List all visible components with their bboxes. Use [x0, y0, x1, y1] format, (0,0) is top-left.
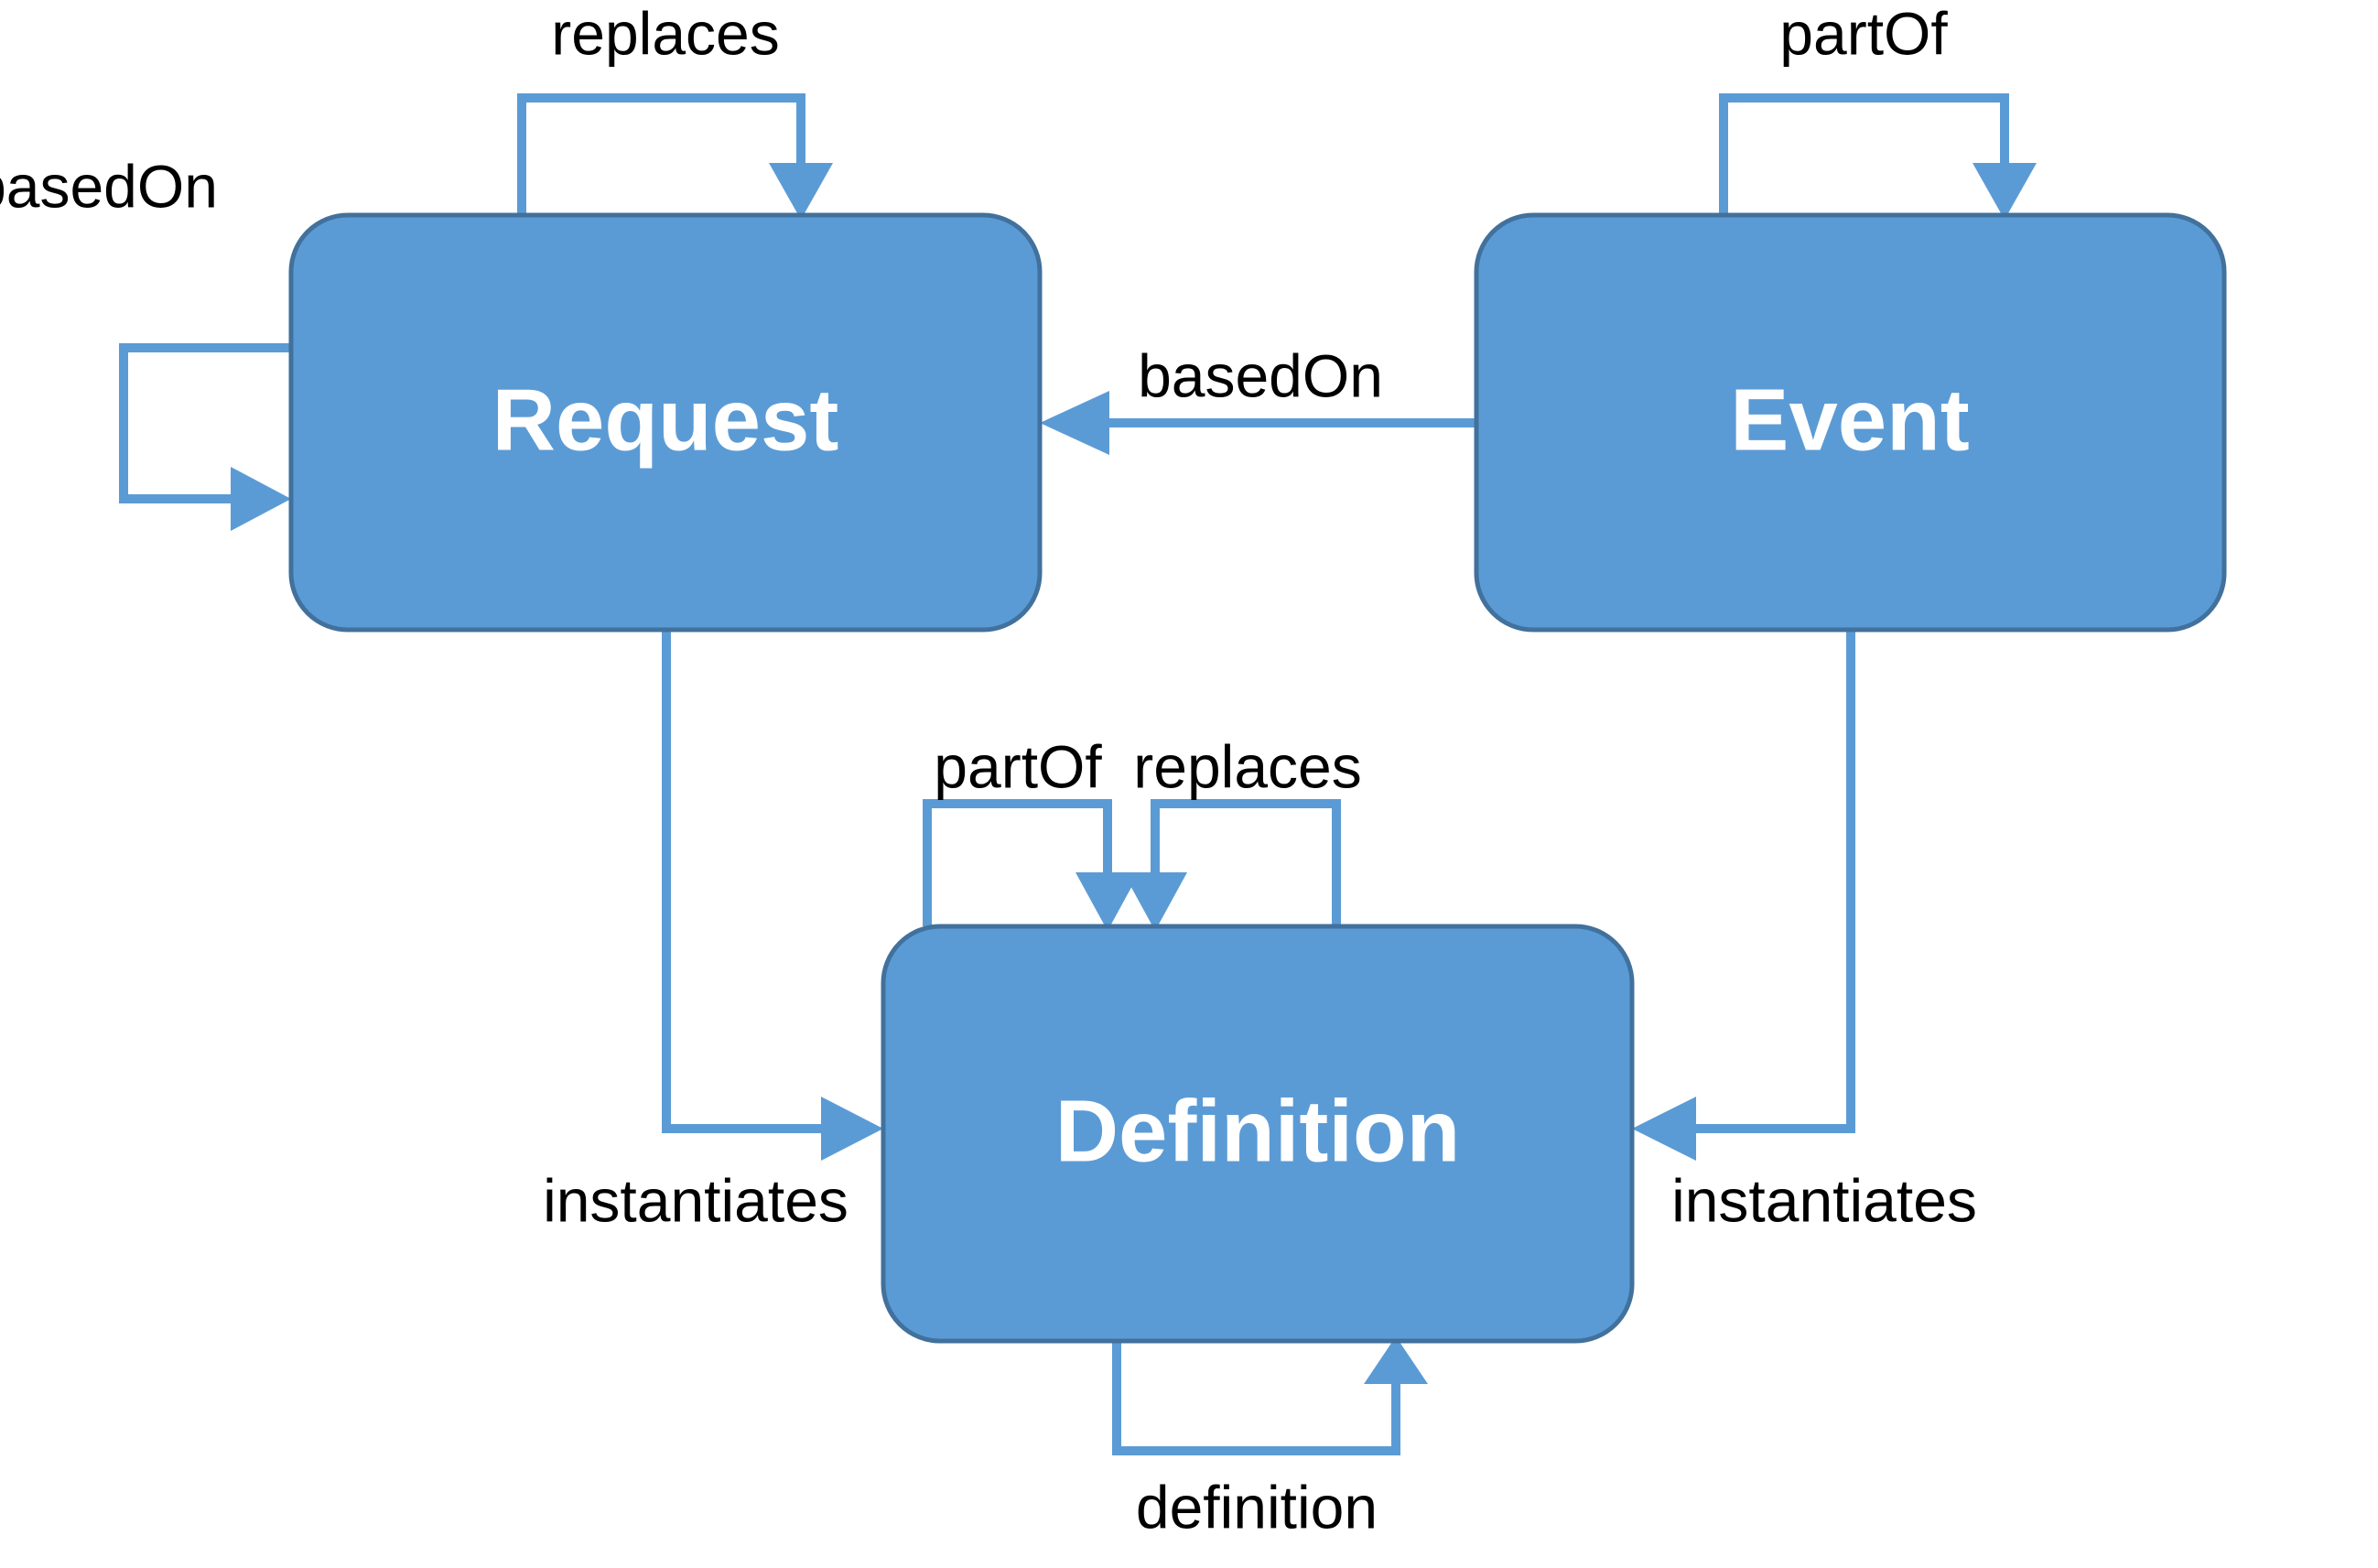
arrow-head-event-basedon-request — [1040, 391, 1109, 455]
edge-event-instantiates-definition — [1632, 630, 1855, 1161]
edge-line-event-partof — [1719, 93, 2009, 215]
node-definition-shape[interactable] — [881, 924, 1635, 1344]
node-definition-label: Definition — [1055, 1082, 1461, 1180]
edge-request-basedon-self — [119, 343, 291, 531]
arrow-head-definition-partof — [1076, 872, 1140, 931]
edge-definition-replaces-self — [1123, 799, 1341, 931]
edge-label-request-instantiates: instantiates — [543, 1166, 849, 1234]
edge-line-request-replaces — [517, 93, 805, 215]
edge-request-instantiates-definition — [662, 630, 883, 1161]
edge-line-definition-definition — [1112, 1341, 1400, 1455]
edge-event-basedon-request — [1040, 391, 1476, 455]
edge-line-request-basedon — [119, 343, 291, 503]
node-event-shape[interactable] — [1474, 212, 2227, 633]
arrow-head-request-basedon — [231, 467, 291, 531]
edge-label-event-instantiates: instantiates — [1671, 1166, 1977, 1234]
edge-label-event-partof: partOf — [1779, 0, 1948, 67]
edge-event-partof-self — [1719, 93, 2037, 220]
edge-label-request-replaces: replaces — [551, 0, 779, 67]
edge-line-request-instantiates — [662, 630, 824, 1133]
edge-request-replaces-self — [517, 93, 833, 220]
edge-definition-definition-self — [1112, 1336, 1428, 1455]
arrow-head-definition-replaces — [1123, 872, 1187, 931]
edge-label-definition-partof: partOf — [934, 732, 1102, 800]
node-request-label: Request — [492, 371, 839, 469]
node-definition[interactable]: Definition — [881, 924, 1635, 1344]
arrow-head-event-instantiates — [1632, 1097, 1696, 1161]
edge-line-event-instantiates — [1693, 630, 1855, 1133]
node-request[interactable]: Request — [288, 212, 1043, 633]
node-event-label: Event — [1730, 371, 1969, 469]
edge-label-definition-replaces: replaces — [1133, 732, 1361, 800]
arrow-head-event-partof — [1973, 163, 2037, 220]
arrow-head-definition-definition — [1364, 1336, 1428, 1384]
edge-line-definition-replaces — [1151, 799, 1341, 926]
edge-line-definition-partof — [923, 799, 1112, 926]
node-request-shape[interactable] — [288, 212, 1043, 633]
edge-label-definition-definition: definition — [1136, 1473, 1378, 1541]
edge-label-event-basedon-request: basedOn — [1138, 341, 1383, 409]
edge-label-request-basedon: basedOn — [0, 152, 218, 220]
node-event[interactable]: Event — [1474, 212, 2227, 633]
edge-definition-partof-self — [923, 799, 1140, 931]
arrow-head-request-replaces — [769, 163, 833, 220]
arrow-head-request-instantiates — [821, 1097, 883, 1161]
